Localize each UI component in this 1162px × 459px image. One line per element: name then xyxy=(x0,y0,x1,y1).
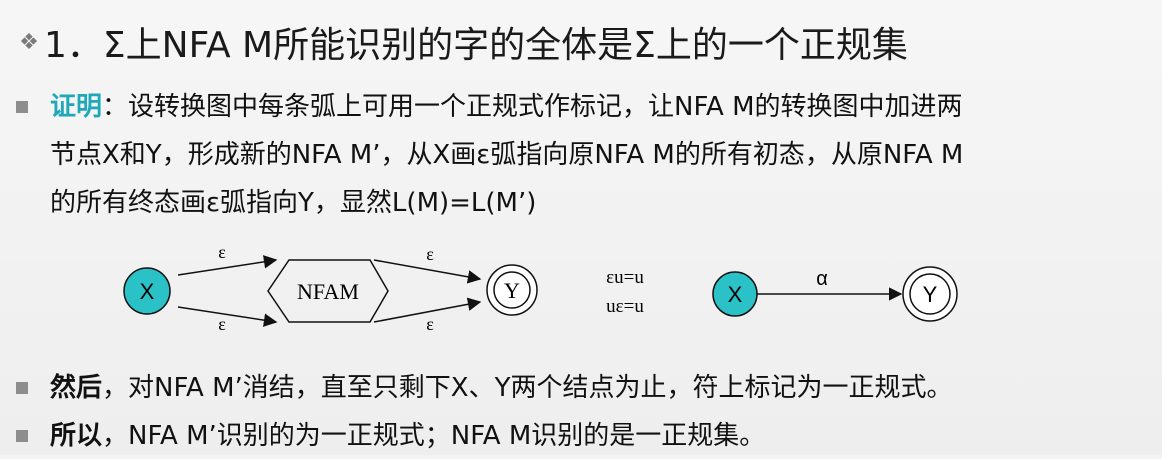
proof-colon: ： xyxy=(102,92,129,122)
proof-line-3: 的所有终态画ε弧指向Y，显然L(M)=L(M’) xyxy=(50,188,537,218)
node-x-simplified: X xyxy=(712,271,758,317)
alpha-label: α xyxy=(816,268,828,290)
node-x: X xyxy=(123,267,171,315)
epsilon-arc-y-bottom xyxy=(373,297,482,323)
svg-text:Y: Y xyxy=(923,282,938,307)
epsilon-arc-x-bottom xyxy=(177,306,278,327)
svg-text:NFAM: NFAM xyxy=(297,279,359,304)
proof-line-1: 证明：设转换图中每条弧上可用一个正规式作标记，让NFA M的转换图中加进两 xyxy=(50,84,963,130)
node-nfam: NFAM xyxy=(267,259,389,323)
therefore-line: 所以，NFA M’识别的为一正规式；NFA M识别的是一正规集。 xyxy=(50,413,765,459)
then-line: 然后，对NFA M’消结，直至只剩下X、Y两个结点为止，符上标记为一正规式。 xyxy=(50,365,952,411)
epsilon-arc-y-top xyxy=(373,259,482,284)
title-number: 1． xyxy=(44,25,103,66)
svg-text:X: X xyxy=(140,279,155,304)
epsilon-label-4: ε xyxy=(426,314,434,334)
epsilon-label-1: ε xyxy=(218,242,226,262)
epsilon-label-2: ε xyxy=(218,314,226,334)
slide-title: ❖ 1． Σ上NFA M所能识别的字的全体是Σ上的一个正规集 xyxy=(14,14,908,70)
node-y-simplified: Y xyxy=(902,266,958,322)
square-bullet-icon xyxy=(16,430,28,442)
epsilon-arc-x-top xyxy=(177,255,278,276)
then-text: ，对NFA M’消结，直至只剩下X、Y两个结点为止，符上标记为一正规式。 xyxy=(102,373,953,403)
diamond-bullet-icon: ❖ xyxy=(19,29,39,55)
proof-keyword: 证明 xyxy=(50,92,103,122)
rule-eu: εu=u xyxy=(606,267,644,288)
proof-line-2: 节点X和Y，形成新的NFA M’，从X画ε弧指向原NFA M的所有初态，从原NF… xyxy=(50,140,964,170)
square-bullet-icon xyxy=(16,101,28,113)
nfa-diagram: X ε ε NFAM ε ε Y εu=u uε=u X α Y xyxy=(123,242,958,334)
epsilon-label-3: ε xyxy=(426,244,434,264)
therefore-text: ，NFA M’识别的为一正规式；NFA M识别的是一正规集。 xyxy=(102,421,766,451)
therefore-keyword: 所以 xyxy=(50,421,103,451)
rule-ue: uε=u xyxy=(606,296,644,317)
svg-text:X: X xyxy=(728,282,743,307)
node-y: Y xyxy=(486,264,538,316)
square-bullet-icon xyxy=(16,382,28,394)
title-text: Σ上NFA M所能识别的字的全体是Σ上的一个正规集 xyxy=(102,25,908,66)
proof-text-1: 设转换图中每条弧上可用一个正规式作标记，让NFA M的转换图中加进两 xyxy=(128,92,963,122)
then-keyword: 然后 xyxy=(50,373,103,403)
svg-text:Y: Y xyxy=(504,278,520,303)
